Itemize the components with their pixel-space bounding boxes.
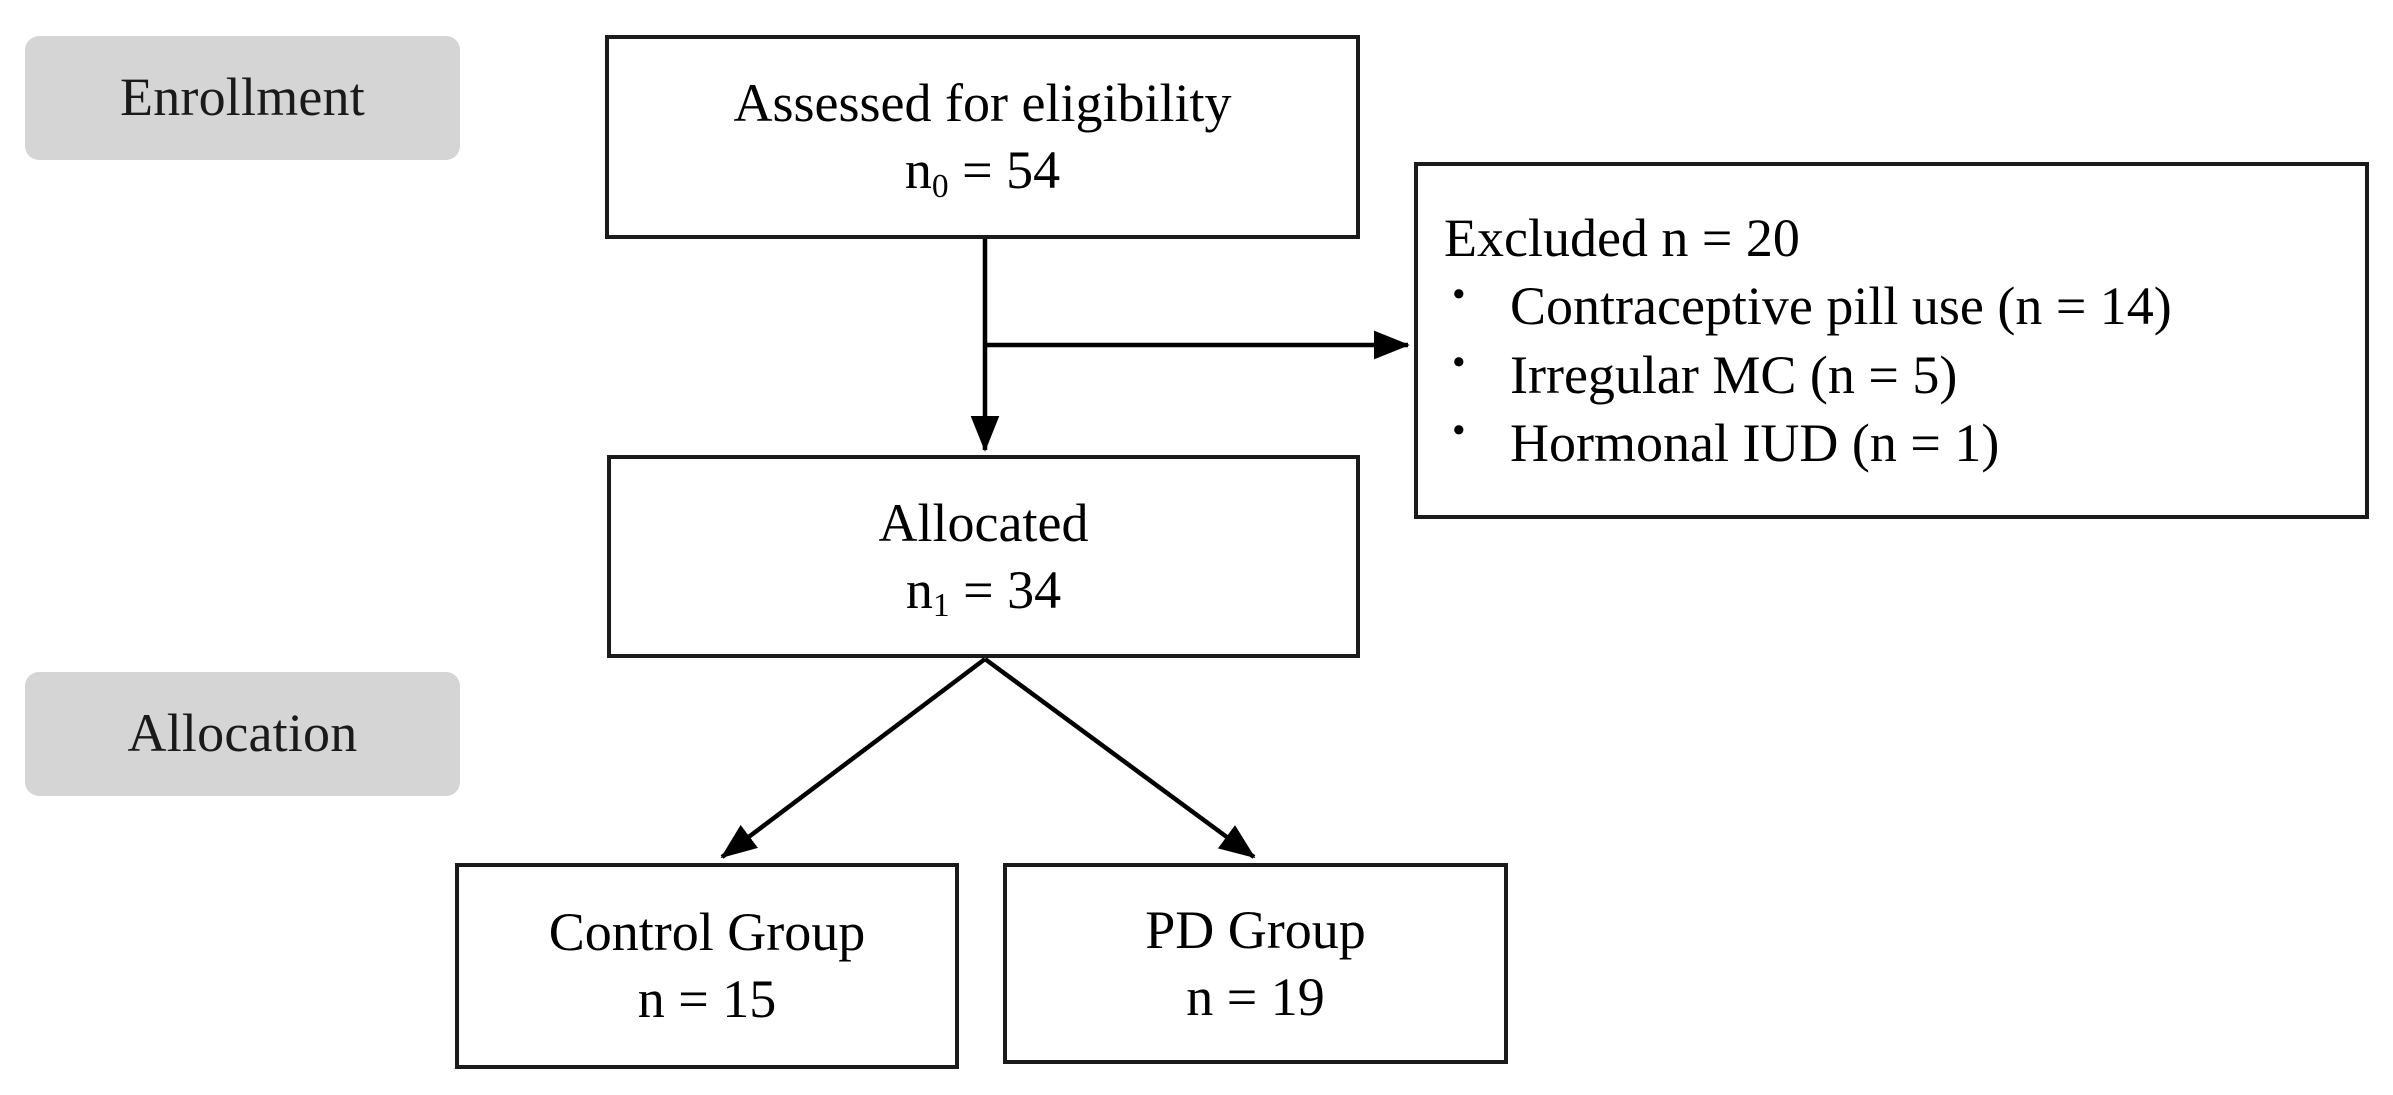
node-pd-group: PD Group n = 19 — [1003, 863, 1508, 1064]
node-assessed-count-subscript: 0 — [931, 167, 949, 205]
stage-label-enrollment: Enrollment — [25, 36, 460, 160]
node-control-group-count: n = 15 — [637, 969, 777, 1029]
node-pd-group-count: n = 19 — [1186, 966, 1325, 1027]
node-allocated-count-subscript: 1 — [932, 587, 950, 625]
node-assessed-count-prefix: n — [904, 140, 932, 200]
node-assessed-count: n0 = 54 — [905, 137, 1060, 204]
node-control-group: Control Group n = 15 — [455, 863, 959, 1069]
node-pd-group-title: PD Group — [1145, 899, 1366, 960]
node-allocated-count: n1 = 34 — [906, 557, 1061, 624]
node-allocated: Allocated n1 = 34 — [607, 455, 1360, 658]
node-allocated-title: Allocated — [878, 492, 1089, 553]
node-assessed-count-suffix: = 54 — [948, 140, 1061, 200]
stage-label-allocation: Allocation — [25, 672, 460, 796]
stage-label-enrollment-text: Enrollment — [120, 67, 365, 128]
list-item: Hormonal IUD (n = 1) — [1444, 407, 2365, 477]
node-allocated-count-prefix: n — [905, 559, 933, 620]
connector-allocated-to-control — [720, 657, 987, 859]
node-assessed-for-eligibility: Assessed for eligibility n0 = 54 — [605, 35, 1360, 239]
node-excluded-reason-list: Contraceptive pill use (n = 14) Irregula… — [1444, 271, 2365, 477]
node-allocated-count-suffix: = 34 — [949, 559, 1062, 620]
node-excluded-heading: Excluded n = 20 — [1444, 208, 1800, 269]
node-control-group-title: Control Group — [548, 902, 866, 963]
stage-label-allocation-text: Allocation — [127, 703, 358, 764]
connector-allocated-to-pd — [983, 657, 1256, 859]
node-assessed-title: Assessed for eligibility — [733, 73, 1232, 134]
node-excluded: Excluded n = 20 Contraceptive pill use (… — [1414, 162, 2369, 519]
list-item: Irregular MC (n = 5) — [1444, 339, 2365, 409]
list-item: Contraceptive pill use (n = 14) — [1444, 271, 2365, 340]
